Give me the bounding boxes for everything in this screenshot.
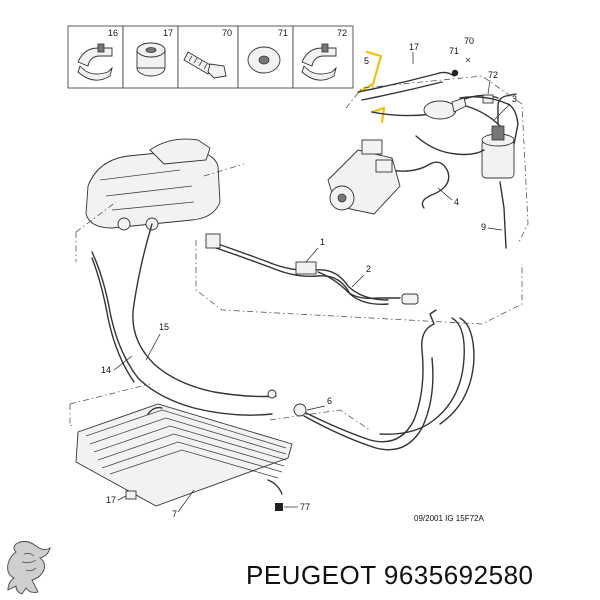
strip-number-71: 71 [278,28,288,38]
pipe-6 [299,323,435,443]
callout-17: 17 [409,42,419,52]
callout-9: 9 [481,222,486,232]
quick-connector [401,293,419,305]
highlighted-bracket [357,50,383,94]
pipe-2 [317,271,401,300]
callout-17: 17 [106,495,116,505]
callout-72: 72 [488,70,498,80]
callout-1: 1 [320,237,325,247]
pipe-4 [389,161,450,209]
filter-assembly [327,50,529,249]
priming-pump [423,100,457,120]
pipe-15 [132,223,277,398]
connector-block [295,261,317,275]
pipe-fitting [293,403,307,417]
rubber-grommet-icon [136,42,166,77]
clip-icon [77,43,113,81]
peugeot-lion-logo [7,540,51,595]
pipe-5 [357,71,455,93]
callout-3: 3 [512,94,517,104]
callouts: 5 17 71 70 72 3 4 9 1 2 15 14 6 17 7 77 [101,36,517,519]
square-part-17 [125,490,137,500]
fuel-lines [69,223,523,451]
fuel-cooler [75,403,293,511]
callout-15: 15 [159,322,169,332]
parts-strip: 16 17 70 71 72 [67,25,354,89]
callout-70: 70 [464,36,474,46]
clip-icon [301,43,337,81]
callout-5: 5 [364,56,369,66]
callout-4: 4 [454,197,459,207]
drawing-reference: 09/2001 IG 15F72A [414,514,484,523]
callout-6: 6 [327,396,332,406]
square-part-77 [275,503,283,511]
callout-7: 7 [172,509,177,519]
pipe-14 [91,251,273,416]
strip-number-70: 70 [222,28,232,38]
connector-block [205,233,221,249]
bolt-icon [183,51,227,79]
strip-number-72: 72 [337,28,347,38]
pipe-fitting [267,389,277,399]
brand-caption: PEUGEOT 9635692580 [246,560,533,590]
strip-number-17: 17 [163,28,173,38]
washer-icon [247,46,281,74]
callout-14: 14 [101,365,111,375]
pipe-9 [499,181,507,249]
strip-number-16: 16 [108,28,118,38]
callout-2: 2 [366,264,371,274]
injection-pump [327,139,401,215]
dot-marker [451,69,459,77]
callout-77: 77 [300,502,310,512]
callout-71: 71 [449,46,459,56]
